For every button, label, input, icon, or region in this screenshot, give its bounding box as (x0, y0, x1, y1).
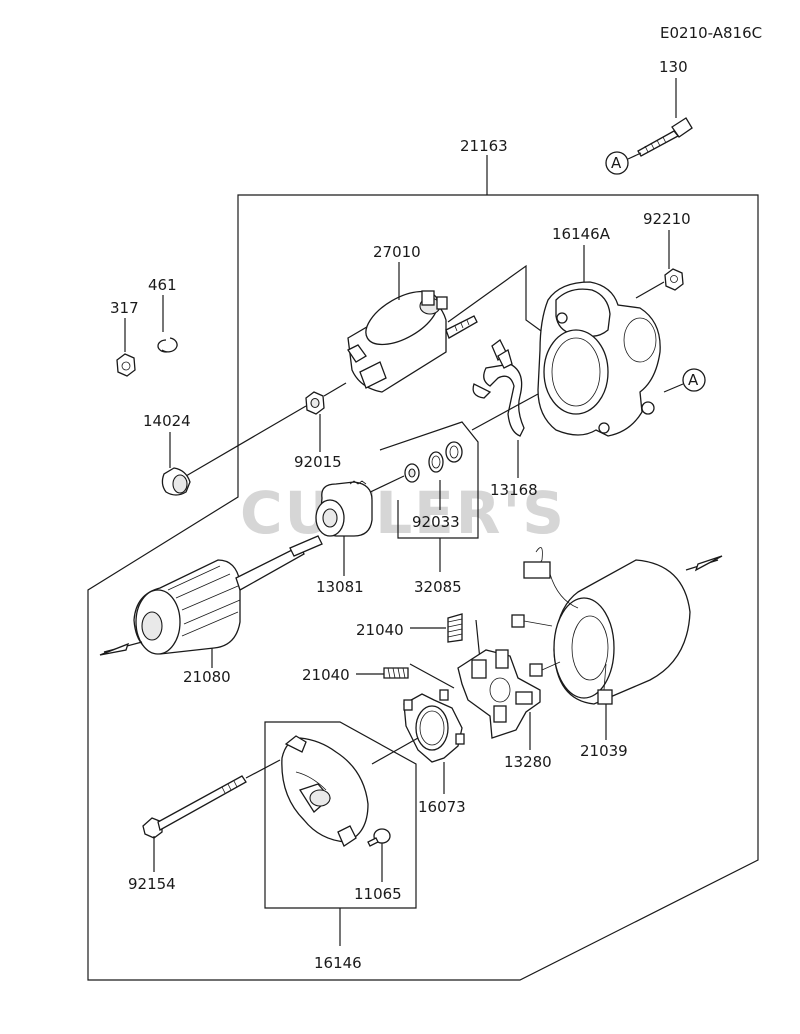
pinion-clutch-13081 (315, 480, 373, 537)
label-21080: 21080 (183, 668, 231, 686)
label-21163: 21163 (460, 137, 508, 155)
leader-27010-to-housing (447, 264, 549, 337)
bracket-32085 (379, 421, 479, 539)
bracket-16146 (264, 721, 417, 909)
assembly-boundary (87, 194, 759, 981)
watermark: CUTLER'S (240, 479, 566, 547)
leader-ref-a-top (627, 152, 642, 160)
cap-14024 (161, 467, 191, 496)
label-16073: 16073 (418, 798, 466, 816)
armature-21080 (133, 535, 323, 655)
label-13081: 13081 (316, 578, 364, 596)
axis-line-bolt (245, 759, 281, 779)
bolt-130 (637, 117, 693, 157)
nut-92210 (664, 268, 684, 291)
diagram-code: E0210-A816C (660, 24, 762, 42)
axis-line-upper (185, 405, 307, 477)
axis-line-upper-b (323, 382, 347, 397)
label-92210: 92210 (643, 210, 691, 228)
ref-marker-a-right: A (688, 371, 699, 389)
leader-92210-to-housing (635, 281, 665, 299)
label-92154: 92154 (128, 875, 176, 893)
ring-set-92033 (404, 441, 463, 483)
axis-line-mid (471, 393, 539, 431)
axis-line-rear (371, 737, 419, 765)
arrowhead-right (694, 555, 723, 572)
label-16146A: 16146A (552, 225, 611, 243)
ref-marker-a-top: A (611, 154, 622, 172)
label-92033: 92033 (412, 513, 460, 531)
plate-16073 (403, 689, 465, 763)
screw-11065 (367, 828, 391, 847)
solenoid-27010 (347, 290, 478, 393)
label-92015: 92015 (294, 453, 342, 471)
label-461: 461 (148, 276, 177, 294)
label-32085: 32085 (414, 578, 462, 596)
spring-21040-lower (383, 667, 409, 679)
brush-holder-13280 (457, 649, 541, 739)
label-27010: 27010 (373, 243, 421, 261)
label-130: 130 (659, 58, 688, 76)
nut-317 (116, 353, 136, 377)
ref-circle-a-right (682, 368, 706, 392)
lock-washer-461 (157, 337, 178, 353)
label-21040-upper: 21040 (356, 621, 404, 639)
through-bolt-92154 (142, 775, 247, 839)
front-housing-16146A (537, 281, 661, 437)
leader-21040-upper-b (475, 619, 481, 661)
label-317: 317 (110, 299, 139, 317)
label-13168: 13168 (490, 481, 538, 499)
label-14024: 14024 (143, 412, 191, 430)
leader-ref-a-right (663, 383, 684, 393)
nut-92015 (305, 391, 325, 415)
ref-circle-a-top (605, 151, 629, 175)
label-21040-lower: 21040 (302, 666, 350, 684)
label-16146: 16146 (314, 954, 362, 972)
label-21039: 21039 (580, 742, 628, 760)
leader-21040-lower-b (409, 663, 455, 689)
label-11065: 11065 (354, 885, 402, 903)
rear-cover-16146 (281, 735, 369, 847)
shift-lever-13168 (472, 339, 525, 437)
spring-21040-upper (447, 613, 463, 643)
label-13280: 13280 (504, 753, 552, 771)
yoke-21039 (511, 547, 691, 705)
arrowhead-left (99, 642, 130, 656)
